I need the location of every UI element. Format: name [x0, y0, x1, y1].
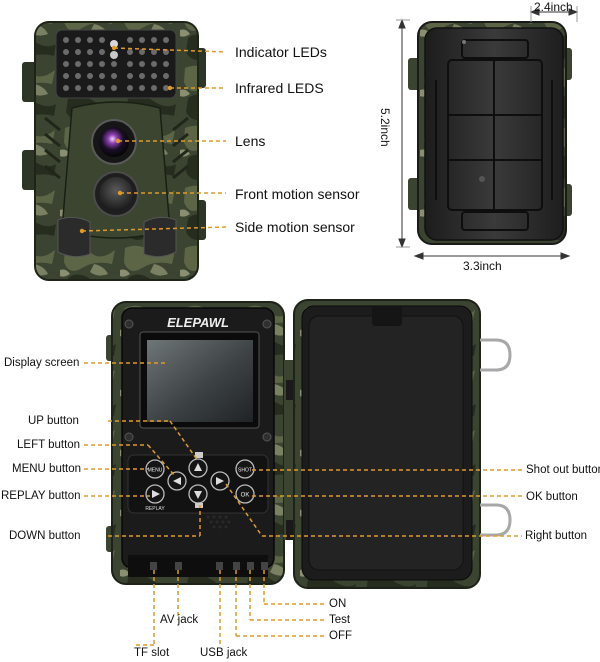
label-replay-button: REPLAY button	[1, 490, 81, 502]
label-test: Test	[329, 614, 351, 626]
label-down-button: DOWN button	[9, 530, 81, 542]
label-right-button: Right button	[525, 530, 588, 542]
label-indicator-leds: Indicator LEDs	[235, 44, 327, 60]
shot-button[interactable]	[235, 459, 255, 479]
label-shot-out-button: Shot out button	[526, 464, 600, 476]
shot-button-glyph: SHOT	[238, 468, 252, 474]
ok-button-glyph: OK	[241, 493, 250, 499]
play-icon	[152, 490, 160, 498]
label-ok-button: OK button	[526, 491, 578, 503]
label-left-button: LEFT button	[17, 439, 81, 451]
label-usb-jack: USB jack	[200, 647, 248, 659]
leader-dots	[79, 45, 173, 234]
label-tf-slot: TF slot	[134, 647, 170, 659]
label-lens: Lens	[235, 133, 266, 149]
leader-lines	[81, 47, 524, 646]
dimension-height: 5.2inch	[378, 108, 392, 147]
front-motion-sensor-icon	[99, 177, 133, 211]
left-arrow-icon	[173, 477, 181, 485]
camera-front-view	[22, 21, 206, 281]
brand-logo: ELEPAWL	[167, 315, 229, 330]
up-arrow-icon	[194, 463, 202, 471]
menu-button[interactable]	[145, 459, 165, 479]
right-arrow-icon	[216, 477, 224, 485]
camera-open-view	[106, 299, 512, 589]
camera-back-view	[408, 21, 572, 245]
label-menu-button: MENU button	[12, 463, 82, 475]
down-arrow-icon	[194, 491, 202, 499]
label-side-motion-sensor: Side motion sensor	[235, 219, 355, 235]
menu-button-glyph: MENU	[148, 468, 163, 474]
dimension-depth: 2.4inch	[534, 0, 573, 14]
label-up-button: UP button	[28, 415, 79, 427]
lens-icon	[99, 127, 129, 157]
label-off: OFF	[329, 630, 352, 642]
dimension-lines	[396, 6, 579, 260]
label-display-screen: Display screen	[4, 357, 80, 369]
ok-button[interactable]	[235, 484, 255, 504]
display-screen	[147, 340, 253, 422]
label-front-motion-sensor: Front motion sensor	[235, 186, 360, 202]
dimension-width: 3.3inch	[463, 259, 502, 273]
label-on: ON	[329, 598, 347, 610]
label-av-jack: AV jack	[160, 614, 199, 626]
label-infrared-leds: Infrared LEDS	[235, 80, 324, 96]
replay-button-glyph: REPLAY	[145, 506, 165, 512]
